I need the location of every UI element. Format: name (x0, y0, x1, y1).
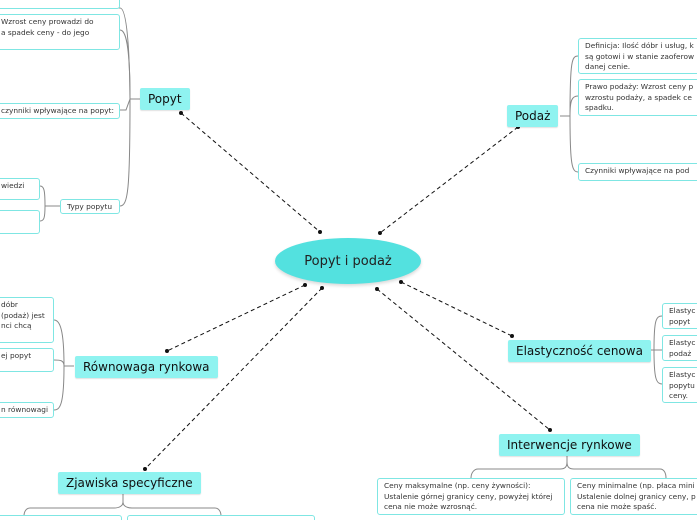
subtopic-zjawiska-2[interactable] (127, 515, 315, 520)
subtopic-typy-b[interactable] (0, 210, 40, 234)
subtopic-line: Ceny minimalne (np. płaca mini (577, 481, 695, 490)
subtopic-line: popyt (669, 316, 691, 326)
subtopic-elast-dochodowa[interactable]: Elastyc popytu ceny. (662, 367, 697, 403)
subtopic-ceny-maksymalne[interactable]: Ceny maksymalne (np. ceny żywności): Ust… (377, 478, 565, 515)
branch-elast (646, 315, 663, 385)
topic-zjawiska-specyficzne[interactable]: Zjawiska specyficzne (58, 472, 201, 494)
subtopic-line: dóbr (1, 300, 18, 309)
subtopic-typy-a[interactable]: wiedzi (0, 178, 40, 200)
branch-interw (470, 456, 667, 479)
link-interwencje (375, 287, 552, 432)
subtopic-line: Prawo podaży: Wzrost ceny p (585, 82, 694, 91)
subtopic-line: popytu (669, 380, 695, 390)
subtopic-rownowaga-2[interactable]: ej popyt (0, 348, 54, 372)
subtopic-line: wzrostu podaży, a spadek ce (585, 92, 692, 102)
subtopic-line: Wzrost ceny prowadzi do (1, 17, 94, 26)
subtopic-line: Ustalenie górnej granicy ceny, powyżej k… (384, 491, 553, 501)
subtopic-line: Ceny maksymalne (np. ceny żywności): (384, 481, 531, 490)
branch-popyt-typy (119, 98, 131, 207)
branch-rown (53, 319, 74, 411)
link-rownowaga (165, 283, 307, 353)
subtopic-line: (podaż) jest (1, 310, 45, 320)
subtopic-popyt-top[interactable] (0, 0, 120, 9)
subtopic-line: danej cenie. (585, 62, 631, 71)
subtopic-line: cena nie może spaść. (577, 502, 657, 511)
branch-podaz (560, 55, 579, 173)
subtopic-line: Elastyc (669, 306, 696, 315)
subtopic-popyt-prawo[interactable]: Wzrost ceny prowadzi do a spadek ceny - … (0, 14, 120, 50)
topic-podaz[interactable]: Podaż (507, 105, 559, 127)
topic-rownowaga-rynkowa[interactable]: Równowaga rynkowa (75, 356, 218, 378)
topic-interwencje-rynkowe[interactable]: Interwencje rynkowe (499, 434, 640, 456)
subtopic-line: spadku. (585, 103, 614, 112)
subtopic-podaz-prawo[interactable]: Prawo podaży: Wzrost ceny p wzrostu poda… (578, 79, 697, 116)
subtopic-line: cena nie może wzrosnąć. (384, 502, 478, 511)
subtopic-popyt-czynniki[interactable]: czynniki wpływające na popyt: (0, 103, 120, 119)
subtopic-rownowaga-definicja[interactable]: dóbr (podaż) jest nci chcą (0, 297, 54, 343)
subtopic-line: Ustalenie dolnej granicy ceny, p (577, 491, 696, 501)
subtopic-line: są gotowi i w stanie zaoferow (585, 51, 695, 61)
branch-popyt-prawo (119, 29, 131, 100)
subtopic-popyt-typy[interactable]: Typy popytu (60, 199, 120, 214)
subtopic-line: podaż (669, 348, 692, 358)
subtopic-ceny-minimalne[interactable]: Ceny minimalne (np. płaca mini Ustalenie… (570, 478, 697, 515)
subtopic-line: ceny. (669, 391, 688, 400)
branch-zjawiska (23, 494, 222, 517)
subtopic-line: Elastyc (669, 370, 696, 379)
subtopic-podaz-definicja[interactable]: Definicja: Ilość dóbr i usług, k są goto… (578, 38, 697, 74)
branch-typy-items (39, 185, 60, 222)
subtopic-rownowaga-3[interactable]: n równowagi (0, 402, 54, 418)
branch-popyt-czynniki (120, 98, 131, 111)
central-topic[interactable]: Popyt i podaż (275, 238, 421, 284)
subtopic-elast-popytu[interactable]: Elastyc popyt (662, 303, 697, 329)
link-elastycznosc (399, 280, 514, 338)
subtopic-zjawiska-1[interactable] (0, 515, 122, 520)
topic-popyt[interactable]: Popyt (140, 88, 190, 110)
link-podaz (378, 125, 520, 235)
subtopic-podaz-czynniki[interactable]: Czynniki wpływające na pod (578, 163, 697, 181)
subtopic-line: Elastyc (669, 338, 696, 347)
link-popyt (179, 111, 322, 234)
topic-elastycznosc-cenowa[interactable]: Elastyczność cenowa (508, 340, 651, 362)
subtopic-line: Definicja: Ilość dóbr i usług, k (585, 41, 694, 50)
link-zjawiska (143, 286, 324, 471)
subtopic-line: a spadek ceny - do jego (1, 27, 90, 37)
subtopic-elast-podazy[interactable]: Elastyc podaż (662, 335, 697, 361)
subtopic-line: nci chcą (1, 321, 32, 330)
